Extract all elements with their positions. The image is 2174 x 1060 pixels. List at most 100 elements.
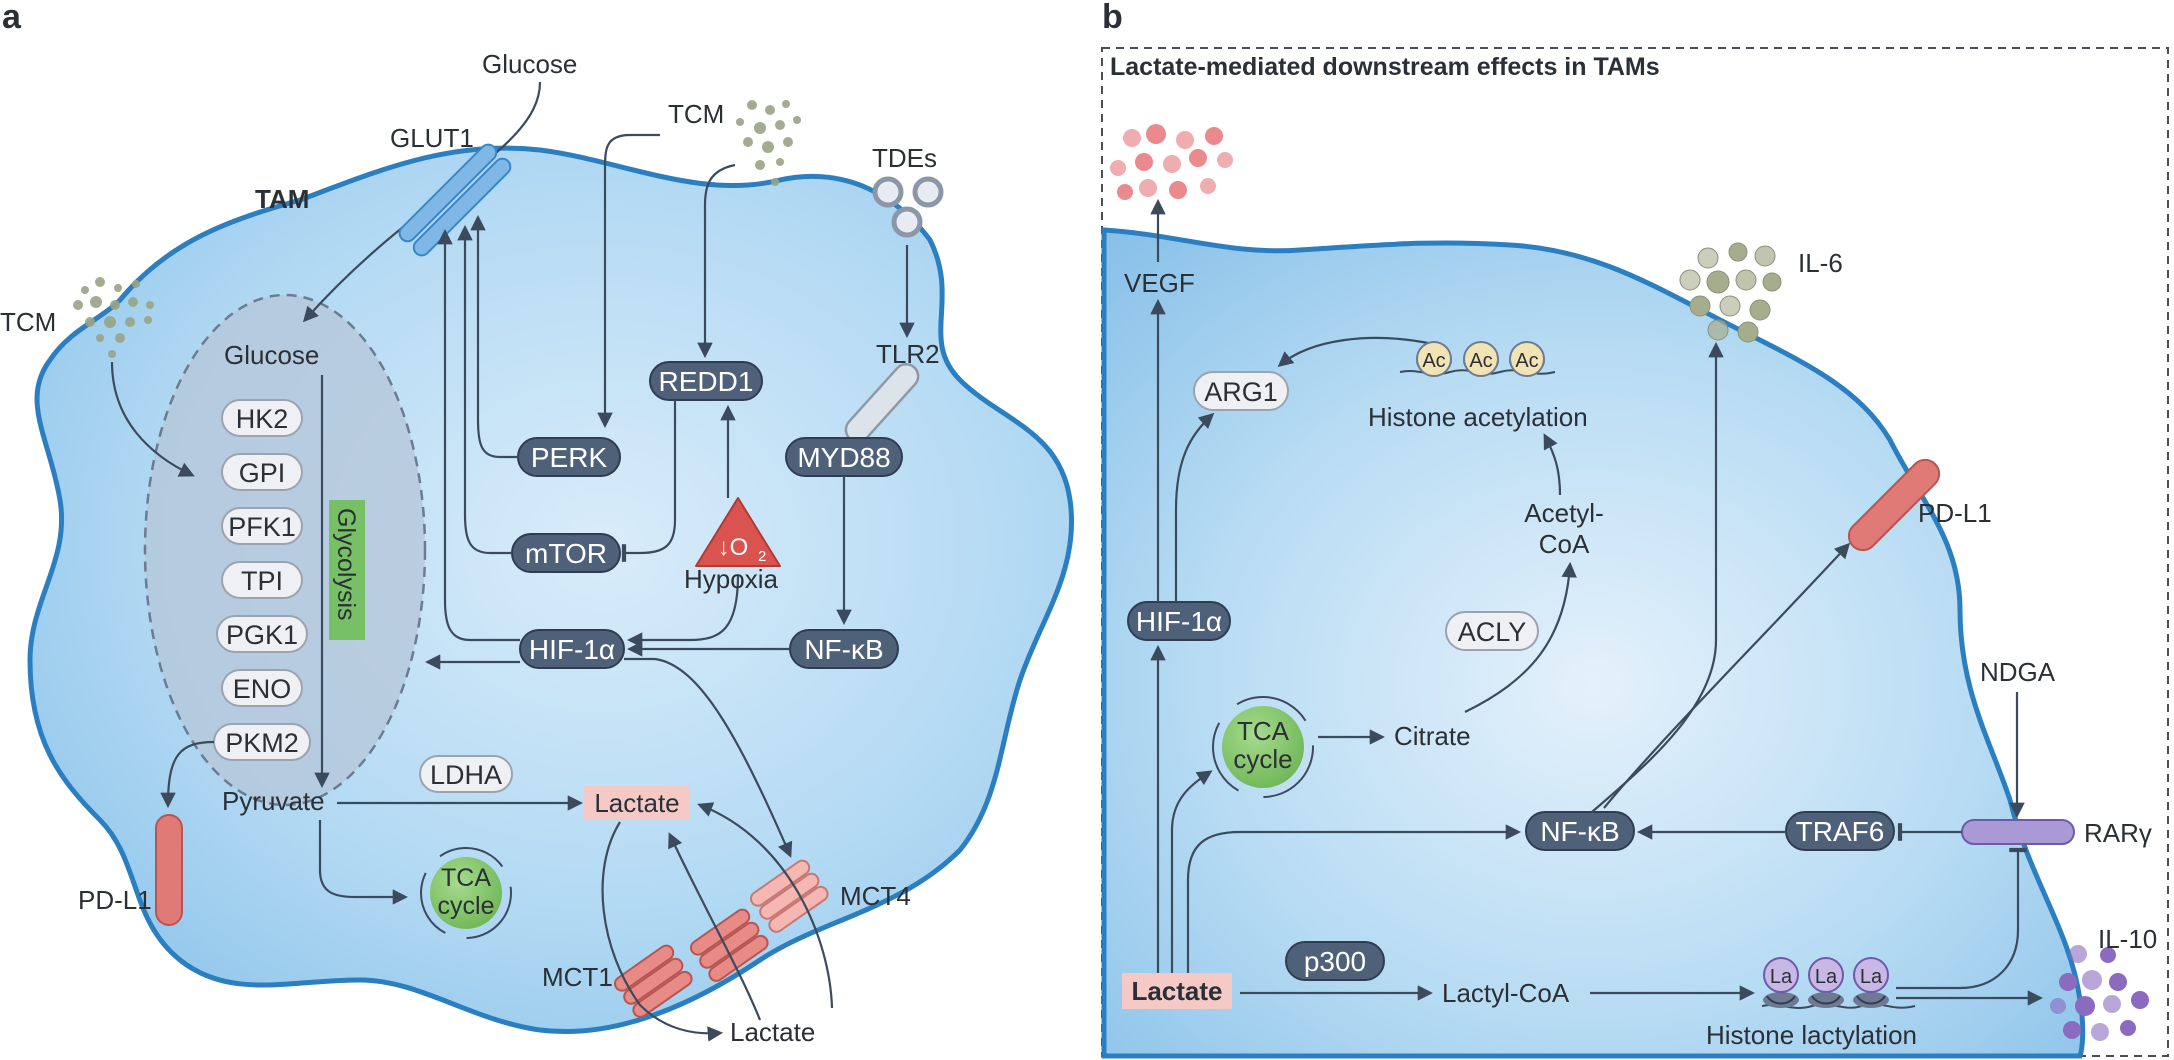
- tcm-left-label: TCM: [0, 307, 56, 337]
- svg-text:GPI: GPI: [239, 458, 286, 488]
- myd88-pill: MYD88: [785, 437, 903, 477]
- lactate-to-tca-arrow: [1170, 770, 1213, 973]
- hif1a-pill-b: HIF-1α: [1127, 601, 1231, 641]
- hypoxia-symbol: ↓O 2: [695, 497, 781, 567]
- svg-text:ARG1: ARG1: [1204, 377, 1278, 407]
- svg-text:cycle: cycle: [1233, 744, 1292, 774]
- vegf-particles: [1110, 124, 1233, 200]
- il6-label: IL-6: [1798, 248, 1843, 278]
- tcm-to-glycolysis-arrow: [110, 361, 195, 477]
- pdl1-receptor-a: [155, 814, 183, 926]
- svg-text:↓O: ↓O: [718, 534, 749, 561]
- pdl1-receptor-b: [1847, 458, 1941, 552]
- citrate-to-acetylcoa-arrow: [1464, 561, 1577, 713]
- il6-particles: [1679, 242, 1782, 343]
- panel-b-letter: b: [1102, 0, 1123, 36]
- tca-cycle-b: TCA cycle: [1212, 696, 1314, 798]
- svg-text:PERK: PERK: [531, 442, 608, 473]
- citrate-label: Citrate: [1394, 721, 1471, 751]
- arg1-pill: ARG1: [1193, 371, 1289, 411]
- ac-mark-3: Ac: [1515, 350, 1538, 372]
- redd1-pill: REDD1: [649, 361, 763, 401]
- svg-text:ACLY: ACLY: [1458, 617, 1527, 647]
- tpi-pill: TPI: [221, 561, 303, 599]
- tam-label: TAM: [255, 184, 309, 214]
- la-mark-2: La: [1815, 966, 1838, 988]
- lactate-influx-arrow: [668, 832, 762, 1021]
- svg-text:cycle: cycle: [438, 892, 495, 920]
- hypoxia-to-hif1a-arrow: [626, 574, 740, 648]
- tam-cell-b: [1101, 227, 2086, 1059]
- svg-text:mTOR: mTOR: [525, 538, 607, 569]
- pgk1-pill: PGK1: [216, 615, 308, 653]
- panel-b: b Lactate-mediated downstream effects in…: [1101, 0, 2169, 1059]
- svg-text:HK2: HK2: [236, 404, 289, 434]
- mct4-transporter: [749, 859, 829, 933]
- svg-text:MYD88: MYD88: [797, 442, 890, 473]
- nfkb-pill-a: NF-κB: [789, 629, 899, 669]
- traf6-pill: TRAF6: [1785, 811, 1895, 851]
- hif1a-to-arg1-arrow: [1174, 412, 1215, 602]
- hif1a-to-glut1-arrow: [437, 228, 520, 642]
- histone-acetylation-label: Histone acetylation: [1368, 402, 1588, 432]
- mtor-to-glut1-arrow: [457, 224, 512, 555]
- tdes-label: TDEs: [872, 143, 937, 173]
- acetylation-to-arg1-arrow: [1277, 336, 1439, 367]
- svg-text:NF-κB: NF-κB: [804, 634, 883, 665]
- pkm2-pill: PKM2: [213, 723, 311, 761]
- glycolysis-compartment: [143, 293, 427, 807]
- svg-text:PFK1: PFK1: [228, 512, 296, 542]
- lactate-label-b: Lactate: [1131, 976, 1222, 1006]
- la-mark-1: La: [1770, 966, 1793, 988]
- la-mark-3: La: [1860, 966, 1883, 988]
- il10-particles: [2050, 945, 2149, 1041]
- pkm2-to-pdl1-arrow: [160, 740, 215, 809]
- tcm-left-particles: [73, 277, 154, 358]
- acetyl-coa-line2: CoA: [1539, 529, 1590, 559]
- glycolysis-label-box: [329, 500, 365, 640]
- svg-text:TCA: TCA: [1237, 716, 1290, 746]
- lactate-external: Lactate: [730, 1017, 815, 1047]
- acetyl-coa-line1: Acetyl-: [1524, 498, 1603, 528]
- hypoxia-label: Hypoxia: [684, 564, 778, 594]
- rarg-receptor: [1961, 819, 2075, 845]
- mct1-transporter-1: [613, 944, 693, 1018]
- hk2-pill: HK2: [221, 399, 303, 437]
- acetylated-nucleosomes: Ac Ac Ac: [1399, 341, 1556, 377]
- svg-text:REDD1: REDD1: [659, 366, 754, 397]
- mct1-transporter-2: [689, 908, 769, 982]
- lactyl-coa-label: Lactyl-CoA: [1442, 978, 1570, 1008]
- pdl1-label-b: PD-L1: [1918, 498, 1992, 528]
- lactylation-inhibits-rarg: [1896, 847, 2027, 990]
- glycolysis-label: Glycolysis: [332, 508, 360, 621]
- svg-text:p300: p300: [1304, 946, 1366, 977]
- vegf-label: VEGF: [1124, 268, 1195, 298]
- tca-cycle-a: TCA cycle: [420, 847, 512, 939]
- glucose-external: Glucose: [482, 49, 577, 79]
- mtor-pill: mTOR: [511, 533, 621, 573]
- eno-pill: ENO: [221, 669, 303, 707]
- gpi-pill: GPI: [221, 453, 303, 491]
- lactate-internal: Lactate: [594, 788, 679, 818]
- il10-label: IL-10: [2098, 924, 2157, 954]
- lactate-to-nfkb-arrow: [1186, 824, 1522, 973]
- perk-to-glut1-arrow: [470, 214, 518, 459]
- lactate-box-b: [1122, 973, 1232, 1009]
- svg-text:TRAF6: TRAF6: [1796, 816, 1885, 847]
- pyruvate-label: Pyruvate: [222, 786, 325, 816]
- nfkb-to-pdl1-arrow: [1603, 542, 1851, 809]
- acly-pill: ACLY: [1445, 611, 1539, 651]
- svg-text:NF-κB: NF-κB: [1540, 816, 1619, 847]
- ndga-label: NDGA: [1980, 657, 2056, 687]
- acetylcoa-to-acetylation-arrow: [1543, 433, 1562, 496]
- svg-text:PKM2: PKM2: [225, 728, 299, 758]
- ac-mark-2: Ac: [1469, 350, 1492, 372]
- mct1-label: MCT1: [542, 962, 613, 992]
- nfkb-pill-b: NF-κB: [1525, 811, 1635, 851]
- perk-pill: PERK: [517, 437, 621, 477]
- panel-a: a TAM Glucose GLUT1 TCM TDEs TLR2: [0, 0, 1074, 1047]
- svg-text:HIF-1α: HIF-1α: [529, 634, 615, 665]
- tcm-top-label: TCM: [668, 99, 724, 129]
- hif1a-to-mct4-arrow: [624, 657, 793, 858]
